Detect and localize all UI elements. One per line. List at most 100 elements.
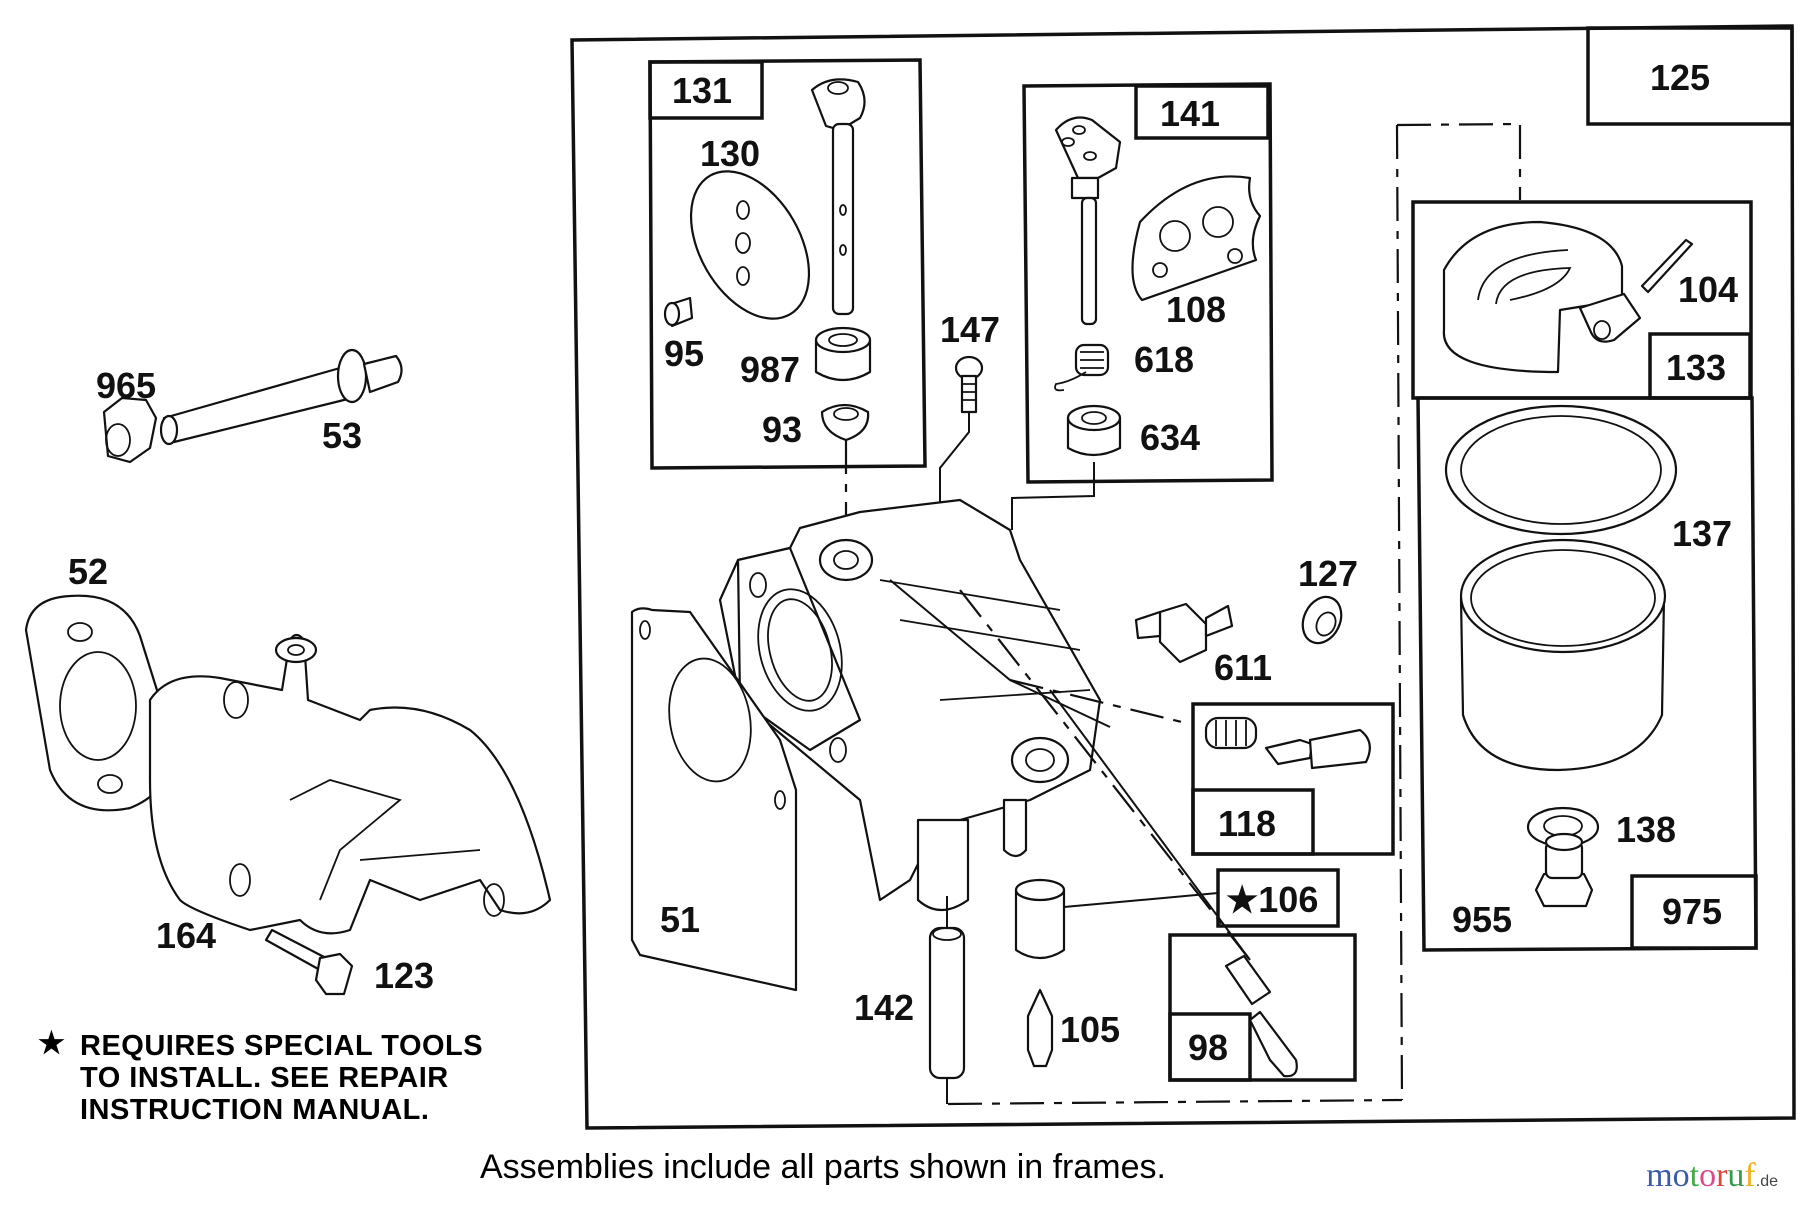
watermark-letter: m (1646, 1157, 1673, 1194)
throttle-shaft (1080, 196, 1098, 326)
intake-elbow-hole (229, 863, 251, 897)
choke-shaft-lever (810, 78, 866, 132)
hinge-pin-104 (1640, 238, 1694, 294)
part-label-147: 147 (940, 309, 1000, 350)
screw-147-threads (962, 383, 976, 401)
choke-shaft-hole (839, 204, 847, 216)
carburetor-bore-inner (767, 598, 833, 702)
frame-131 (648, 58, 927, 470)
screw-123-head (314, 952, 354, 996)
idle-screw-boss (1010, 736, 1070, 784)
part-label-127: 127 (1298, 553, 1358, 594)
frame-label-125: 125 (1650, 57, 1710, 98)
watermark-text: motoruf (1646, 1157, 1756, 1194)
part-label-105: 105 (1060, 1009, 1120, 1050)
star-icon: ★ (38, 1027, 66, 1060)
float (1442, 220, 1624, 374)
part-label-138: 138 (1616, 809, 1676, 850)
stud-53-tip (362, 354, 403, 394)
frame-106 (1216, 868, 1340, 928)
gasket-52-hole (67, 622, 93, 642)
watermark-letter: r (1716, 1157, 1728, 1194)
part-label-52: 52 (68, 551, 108, 592)
choke-shaft-boss (818, 538, 874, 582)
frame-label-106: ★106 (1226, 879, 1318, 920)
carburetor-flange (736, 546, 862, 752)
flange-nut-965 (102, 396, 158, 464)
bowl-gasket-inner (1460, 415, 1662, 525)
choke-shaft-boss-hole (833, 550, 859, 570)
throttle-lever-hole (1083, 151, 1097, 161)
part-label-95: 95 (664, 333, 704, 374)
note-line: INSTRUCTION MANUAL. (80, 1094, 430, 1126)
spring-618-coils (1080, 351, 1104, 369)
float-bowl-inner (1470, 549, 1656, 647)
screw-95-head (663, 301, 681, 327)
frame-label-box-975 (1630, 874, 1758, 950)
watermark-letter: f (1744, 1157, 1756, 1194)
main-jet-screw (1248, 1010, 1298, 1078)
diagram-caption: Assemblies include all parts shown in fr… (480, 1148, 1166, 1186)
frame-label-141: 141 (1160, 93, 1220, 134)
frame-label-box-98 (1168, 1012, 1252, 1082)
part-label-955: 955 (1452, 899, 1512, 940)
throttle-plate-108 (1131, 175, 1262, 302)
leader-106 (1063, 892, 1219, 908)
idle-mixture-screw-needle (1264, 738, 1314, 766)
emulsion-tube-142 (928, 926, 966, 1080)
spring-618-hook (1054, 371, 1087, 392)
fuel-elbow-611 (1158, 602, 1208, 664)
frame-label-131: 131 (672, 70, 732, 111)
watermark-letter: o (1672, 1157, 1690, 1194)
welch-plug-127 (1301, 595, 1343, 645)
throttle-plate-hole (1152, 262, 1168, 278)
float-bowl-rim (1459, 538, 1667, 654)
part-label-634: 634 (1140, 417, 1200, 458)
throttle-lever-hole (1061, 137, 1075, 147)
fuel-inlet-tower (916, 818, 970, 912)
seal-93 (820, 403, 870, 442)
screw-147-thread (960, 374, 978, 414)
choke-plate-hole (736, 266, 750, 286)
washer-634-hole (1081, 411, 1107, 425)
part-label-618: 618 (1134, 339, 1194, 380)
frame-label-box-118 (1191, 788, 1315, 856)
part-label-93: 93 (762, 409, 802, 450)
throttle-plate-hole (1159, 220, 1191, 252)
bowl-nut-955-hex (1534, 872, 1594, 908)
part-label-965: 965 (96, 365, 156, 406)
watermark-logo: motoruf.de (1646, 1157, 1778, 1195)
frame-label-133: 133 (1666, 347, 1726, 388)
frame-label-box-131 (648, 60, 764, 120)
flange-hole (749, 572, 767, 598)
part-label-123: 123 (374, 955, 434, 996)
float-hinge-hole (1593, 320, 1611, 340)
inlet-needle-105 (1026, 988, 1054, 1068)
seal-93-hole (833, 407, 859, 421)
bowl-vent-tab (1002, 798, 1028, 858)
washer-634-top (1066, 404, 1122, 432)
flange-nut-965-hole (105, 423, 131, 457)
stud-53-end (159, 414, 179, 446)
gasket-52-bore (59, 651, 137, 761)
throttle-shaft-collar (1070, 176, 1100, 200)
frame-98 (1168, 933, 1357, 1082)
part-label-987: 987 (740, 349, 800, 390)
watermark-letter: o (1699, 1157, 1717, 1194)
main-jet-spring (1224, 954, 1272, 1006)
part-label-137: 137 (1672, 513, 1732, 554)
gasket-51-hole (639, 620, 651, 640)
gasket-51-bore (668, 657, 752, 783)
washer-987-hole (828, 333, 858, 347)
throttle-lever-hole (1072, 125, 1086, 135)
float-detail (1477, 249, 1572, 305)
part-label-164: 164 (156, 915, 216, 956)
idle-mixture-spring (1204, 716, 1258, 750)
intake-elbow-164 (148, 633, 552, 935)
idle-screw-boss-hole (1025, 748, 1055, 772)
fuel-elbow-611-left (1134, 610, 1162, 640)
frame-label-118: 118 (1218, 803, 1276, 844)
washer-987-top (814, 326, 872, 354)
part-label-130: 130 (700, 133, 760, 174)
